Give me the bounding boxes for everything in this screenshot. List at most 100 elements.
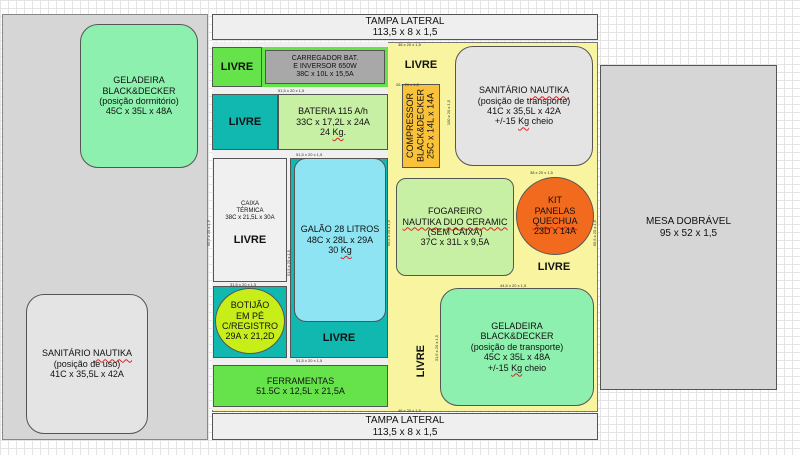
dim-label: 38 x 20 x 1,5 — [530, 170, 553, 175]
tampa-bottom-title: TAMPA LATERAL — [365, 415, 445, 426]
carregador-line3: 38C x 10L x 15,5A — [296, 71, 354, 79]
tampa-top-dims: 113,5 x 8 x 1,5 — [372, 27, 438, 38]
fogareiro-line4: 37C x 31L x 9,5A — [420, 237, 490, 248]
geladeira-transporte: GELADEIRA BLACK&DECKER (posição de trans… — [440, 288, 594, 406]
livre-label-1: LIVRE — [220, 60, 254, 73]
geladeira-dormitorio-line1: GELADEIRA — [113, 75, 165, 86]
livre-vertical: LIVRE — [410, 314, 432, 408]
sanitario-transporte-word2: NAUTIKA — [530, 85, 570, 96]
sanitario-uso-line3: 41C x 35,5L x 42A — [50, 369, 124, 380]
compressor-line1: COMPRESSOR — [405, 93, 416, 159]
mesa-dims: 95 x 52 x 1,5 — [659, 227, 718, 239]
bateria-line3: 24 Kg. — [320, 127, 346, 137]
galao-weight: 30 — [328, 245, 339, 256]
sanitario-transporte-line4: +/-15 Kg cheio — [495, 116, 553, 126]
bateria-unit: Kg — [332, 127, 344, 138]
geladeira-transporte-cheio: cheio — [524, 362, 547, 373]
livre-label-7: LIVRE — [414, 344, 427, 378]
compressor: COMPRESSOR BLACK&DECKER 25C x 14L x 14A — [402, 84, 440, 168]
kit-line1: KIT — [547, 195, 562, 206]
dim-label: 51,5 x 20 x 1,5 — [286, 250, 291, 277]
livre-bateria-left: LIVRE — [212, 94, 278, 150]
livre-top-left: LIVRE — [212, 47, 262, 87]
galao-line3: 30 Kg — [328, 245, 352, 255]
dim-label: 95,5 x 20 x 1,5 — [206, 220, 211, 247]
kit-line2: PANELAS — [534, 205, 576, 216]
ferramentas-line2: 51.5C x 12,5L x 21,5A — [256, 386, 345, 396]
sanitario-transporte-line3: 41C x 35,5L x 42A — [487, 106, 561, 116]
galao-line1: GALÃO 28 LITROS — [300, 224, 380, 235]
livre-right-top: LIVRE — [396, 47, 446, 83]
bateria-dot: . — [343, 127, 347, 138]
sanitario-transporte: SANITÁRIO NAUTIKA (posição de transporte… — [455, 46, 593, 166]
sanitario-transporte-line1: SANITÁRIO NAUTIKA — [479, 85, 569, 95]
kit-panelas: KIT PANELAS QUECHUA 23D x 14A — [516, 177, 594, 255]
kit-line4: 23D x 14A — [533, 226, 577, 237]
sanitario-transporte-cheio: cheio — [531, 116, 554, 127]
tampa-bottom-dims: 113,5 x 8 x 1,5 — [372, 426, 438, 438]
dim-label: 51,5 x 20 x 1,5 — [296, 152, 323, 157]
galao-line2: 48C x 28L x 29A — [306, 234, 374, 245]
botijao: BOTIJÃO EM PÉ C/REGISTRO 29A x 21,2D — [215, 288, 285, 354]
dim-label: 26 x 20 x 1,5 — [396, 82, 419, 87]
livre-label-3: LIVRE — [233, 233, 267, 246]
bateria-line2: 33C x 17,2L x 24A — [296, 116, 370, 127]
dim-label: 100 x 20 x 1,5 — [446, 100, 451, 126]
fogareiro-model: DUO CERAMIC — [443, 216, 508, 227]
dim-label: 51,5 x 20 x 1,5 — [278, 88, 305, 93]
galao: GALÃO 28 LITROS 48C x 28L x 29A 30 Kg — [294, 158, 386, 322]
ferramentas-line1: FERRAMENTAS — [266, 375, 335, 386]
sanitario-transporte-unit: Kg — [518, 116, 530, 127]
carregador-line2: E INVERSOR 650W — [293, 62, 357, 70]
botijao-line3: C/REGISTRO — [221, 321, 278, 331]
fogareiro-line1: FOGAREIRO — [427, 206, 482, 217]
carregador-line1: CARREGADOR BAT. — [291, 54, 359, 62]
caixa-line3: 38C x 21,5L x 30A — [225, 214, 275, 221]
sanitario-transporte-weight: +/-15 — [494, 116, 516, 127]
bateria-line1: BATERIA 115 A/h — [298, 106, 368, 117]
sanitario-uso-line1: SANITÁRIO NAUTIKA — [42, 348, 132, 358]
caixa-line2: TÉRMICA — [236, 207, 264, 214]
botijao-line2: EM PÉ — [235, 310, 264, 321]
tampa-lateral-top: TAMPA LATERAL 113,5 x 8 x 1,5 — [212, 14, 598, 40]
dim-label: 95,5 x 20 x 1,5 — [592, 220, 597, 247]
sanitario-transporte-line2: (posição de transporte) — [477, 95, 571, 106]
dim-label: 51,5 x 20 x 1,5 — [296, 358, 323, 363]
sanitario-uso-line2: (posição de uso) — [53, 358, 121, 369]
geladeira-dormitorio: GELADEIRA BLACK&DECKER (posição dormitór… — [80, 24, 198, 168]
geladeira-dormitorio-line4: 45C x 35L x 48A — [105, 106, 173, 117]
caixa-line1: CAIXA — [240, 201, 259, 207]
livre-label-5: LIVRE — [404, 58, 438, 71]
geladeira-transporte-line1: GELADEIRA — [491, 321, 543, 332]
compressor-text: COMPRESSOR BLACK&DECKER 25C x 14L x 14A — [405, 89, 436, 162]
botijao-line1: BOTIJÃO — [230, 300, 270, 311]
dim-label: 46 x 20 x 1,5 — [398, 408, 421, 413]
compressor-line3: 25C x 14L x 14A — [426, 92, 437, 160]
compressor-line2: BLACK&DECKER — [415, 89, 426, 163]
dim-label: 31,5 x 20 x 1,5 — [434, 335, 439, 362]
livre-label-4: LIVRE — [322, 332, 356, 345]
mesa-dobravel: MESA DOBRÁVEL 95 x 52 x 1,5 — [600, 65, 777, 390]
geladeira-transporte-weight: +/-15 — [487, 362, 509, 373]
sanitario-uso-word1: SANITÁRIO — [41, 348, 91, 359]
caixa-termica: CAIXA TÉRMICA 38C x 21,5L x 30A LIVRE — [213, 158, 287, 282]
livre-label-6: LIVRE — [537, 260, 571, 273]
kit-line3: QUECHUA — [532, 216, 578, 226]
fogareiro-line2: NAUTIKA DUO CERAMIC — [402, 217, 507, 227]
livre-kit-area: LIVRE — [516, 256, 592, 278]
geladeira-transporte-line5: +/-15 Kg cheio — [488, 363, 546, 373]
livre-label-2: LIVRE — [228, 115, 262, 128]
botijao-line4: 29A x 21,2D — [225, 331, 275, 342]
geladeira-dormitorio-line2: BLACK&DECKER — [102, 85, 176, 96]
tampa-top-title: TAMPA LATERAL — [365, 15, 445, 27]
bateria: BATERIA 115 A/h 33C x 17,2L x 24A 24 Kg. — [278, 94, 388, 150]
geladeira-transporte-line2: BLACK&DECKER — [480, 331, 554, 342]
sanitario-uso-word2: NAUTIKA — [93, 348, 133, 359]
mesa-title: MESA DOBRÁVEL — [645, 216, 732, 227]
fogareiro-line3: (SEM CAIXA) — [427, 227, 483, 237]
fogareiro-brand: NAUTIKA — [402, 216, 441, 227]
sanitario-uso: SANITÁRIO NAUTIKA (posição de uso) 41C x… — [26, 294, 148, 434]
bateria-weight: 24 — [319, 127, 330, 138]
tampa-lateral-bottom: TAMPA LATERAL 113,5 x 8 x 1,5 — [212, 413, 598, 440]
dim-label: 38 x 20 x 1,5 — [398, 42, 421, 47]
